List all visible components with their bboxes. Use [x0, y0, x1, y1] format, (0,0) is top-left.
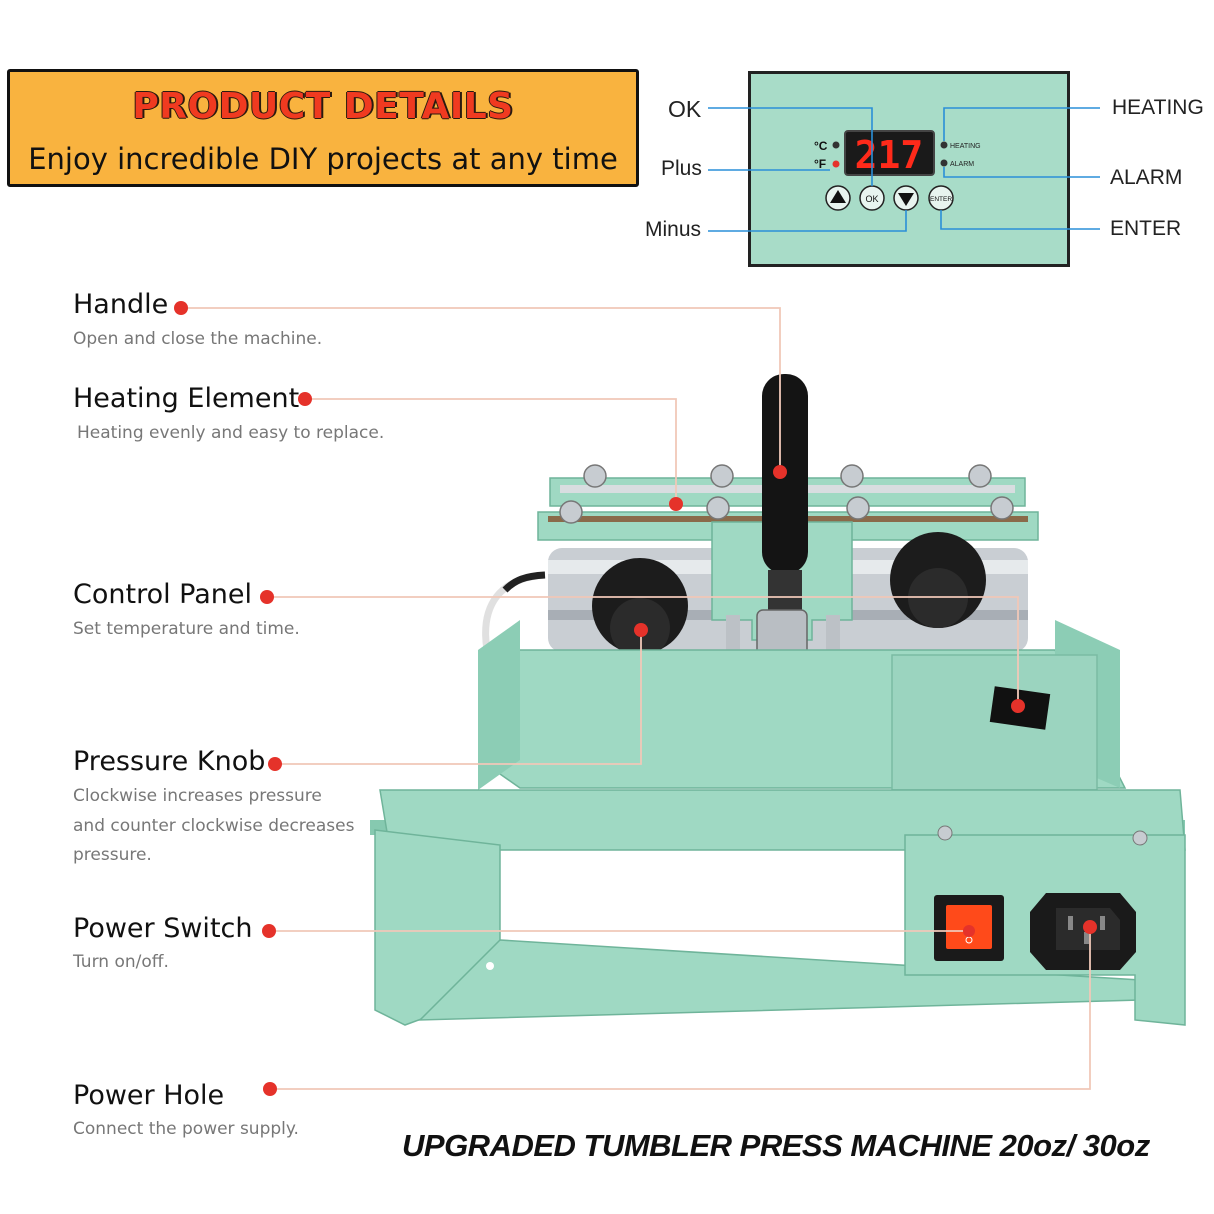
right-pressure-knob[interactable]: [890, 532, 986, 628]
heating-led: [940, 141, 948, 149]
enter-label: ENTER: [1110, 217, 1182, 240]
feature-callout-lines: [181, 307, 1091, 1090]
panel-leader-lines: [708, 107, 1100, 232]
triangle-down-icon: [898, 193, 914, 206]
feature-desc-heating-element: Heating evenly and easy to replace.: [77, 423, 385, 443]
target-dot-pressure-knob: [634, 623, 648, 637]
plus-label: Plus: [661, 157, 702, 180]
enter-button-label: ENTER: [930, 196, 952, 203]
callout-dot-heating-element: [298, 392, 312, 406]
banner-title: PRODUCT DETAILS: [132, 86, 514, 127]
plus-button[interactable]: [825, 185, 851, 211]
feature-title-heating-element: Heating Element: [73, 383, 300, 414]
callout-dot-control-panel: [260, 590, 274, 604]
product-caption: UPGRADED TUMBLER PRESS MACHINE 20oz/ 30o…: [402, 1128, 1150, 1163]
callout-dot-power-hole: [263, 1082, 277, 1096]
alarm-led: [940, 159, 948, 167]
feature-desc-pressure-knob-line-1: Clockwise increases pressure: [73, 786, 322, 806]
led-display-value: 217: [855, 133, 924, 177]
unit-celsius-label: °C: [814, 139, 828, 153]
feature-desc-power-switch: Turn on/off.: [73, 952, 169, 972]
feature-desc-pressure-knob-line-3: pressure.: [73, 845, 152, 865]
feature-callout-dots: [174, 301, 1097, 1096]
callout-dot-power-switch: [262, 924, 276, 938]
callout-dot-handle: [174, 301, 188, 315]
rail-bolts: [559, 464, 1014, 524]
feature-title-pressure-knob: Pressure Knob: [73, 746, 266, 777]
ok-button[interactable]: OK: [859, 185, 885, 211]
ok-button-label: OK: [865, 194, 878, 204]
product-details-banner: PRODUCT DETAILS Enjoy incredible DIY pro…: [7, 69, 639, 187]
callout-dot-pressure-knob: [268, 757, 282, 771]
panel-closeup: 217 °C °F HEATING ALARM OK ENTER: [708, 107, 1100, 232]
target-dot-control-panel: [1011, 699, 1025, 713]
feature-desc-handle: Open and close the machine.: [73, 329, 323, 349]
unit-fahrenheit-label: °F: [814, 157, 826, 171]
triangle-up-icon: [830, 190, 846, 203]
target-dot-heating-element: [669, 497, 683, 511]
minus-label: Minus: [645, 218, 702, 241]
celsius-led: [832, 141, 840, 149]
alarm-label: ALARM: [1110, 166, 1183, 189]
feature-desc-pressure-knob-line-2: and counter clockwise decreases: [73, 816, 355, 836]
heating-indicator-label: HEATING: [950, 143, 981, 150]
target-dot-power-hole: [1083, 920, 1097, 934]
enter-button[interactable]: ENTER: [928, 185, 954, 211]
feature-title-power-switch: Power Switch: [73, 913, 253, 944]
feature-title-control-panel: Control Panel: [73, 579, 253, 610]
alarm-indicator-label: ALARM: [950, 161, 974, 168]
heating-label: HEATING: [1112, 96, 1204, 119]
tumbler-press-machine: [370, 374, 1186, 1026]
banner-subtitle: Enjoy incredible DIY projects at any tim…: [28, 142, 618, 176]
ok-label: OK: [668, 96, 702, 122]
fahrenheit-led: [832, 160, 840, 168]
feature-desc-control-panel: Set temperature and time.: [73, 619, 300, 639]
minus-button[interactable]: [893, 185, 919, 211]
feature-title-handle: Handle: [73, 289, 169, 320]
feature-title-power-hole: Power Hole: [73, 1080, 225, 1111]
feature-desc-power-hole: Connect the power supply.: [73, 1119, 299, 1139]
target-dot-handle: [773, 465, 787, 479]
power-inlet[interactable]: [1030, 893, 1136, 970]
target-dot-power-switch: [963, 925, 975, 937]
led-display: [844, 130, 935, 176]
